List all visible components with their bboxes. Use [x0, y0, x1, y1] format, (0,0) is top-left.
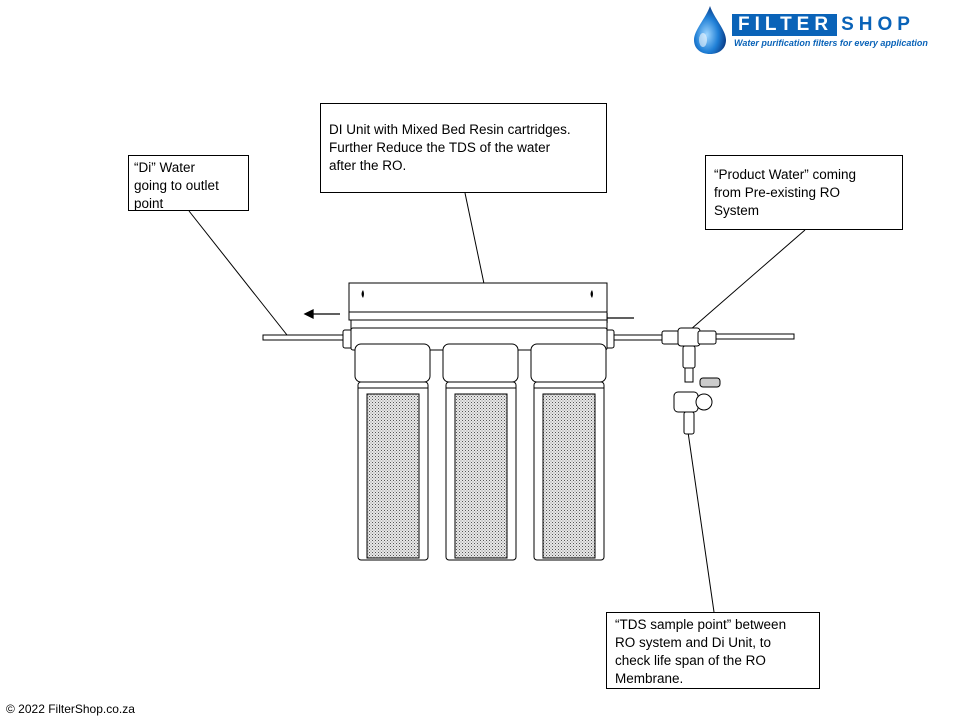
- mounting-bracket: [348, 282, 608, 321]
- leader-di-unit: [464, 192, 488, 299]
- water-drop-icon: [694, 6, 726, 54]
- callout-di-unit-line: DI Unit with Mixed Bed Resin cartridges.: [329, 122, 571, 137]
- callout-tds-sample-line: check life span of the RO: [615, 653, 766, 668]
- copyright-footer: © 2022 FilterShop.co.za: [6, 702, 135, 716]
- callout-di-unit-line: after the RO.: [329, 158, 407, 173]
- callout-di-unit-line: Further Reduce the TDS of the water: [329, 140, 551, 155]
- outlet-pipe: [262, 334, 344, 341]
- callout-di-unit: DI Unit with Mixed Bed Resin cartridges.…: [320, 103, 607, 193]
- leader-tds-sample: [687, 431, 715, 613]
- callout-tds-sample-point: “TDS sample point” between RO system and…: [606, 612, 820, 689]
- callout-product-water-line: System: [714, 203, 760, 218]
- callout-product-water-line: “Product Water” coming: [714, 167, 857, 182]
- callout-di-water-line: “Di” Water: [134, 160, 195, 175]
- ro-supply-pipe: [713, 333, 795, 340]
- callout-di-water-line: point: [134, 196, 164, 211]
- callout-product-water-line: from Pre-existing RO: [714, 185, 841, 200]
- callout-tds-sample-line: RO system and Di Unit, to: [615, 635, 772, 650]
- leader-product-water: [689, 229, 806, 331]
- logo-word-shop: SHOP: [841, 14, 915, 35]
- flow-arrow-left-icon: [303, 308, 340, 320]
- callout-tds-sample-line: “TDS sample point” between: [615, 617, 787, 632]
- callout-product-water: “Product Water” coming from Pre-existing…: [705, 155, 903, 230]
- callout-tds-sample-line: Membrane.: [615, 671, 684, 686]
- filter-housings: [354, 343, 607, 561]
- logo-word-filter: FILTER: [732, 14, 838, 36]
- leader-di-water: [188, 210, 288, 336]
- callout-di-water-line: going to outlet: [134, 178, 219, 193]
- sample-valve-icon: [661, 327, 721, 435]
- inlet-pipe: [611, 334, 663, 341]
- logo-tagline: Water purification filters for every app…: [734, 38, 928, 48]
- callout-di-water: “Di” Water going to outlet point: [128, 155, 249, 211]
